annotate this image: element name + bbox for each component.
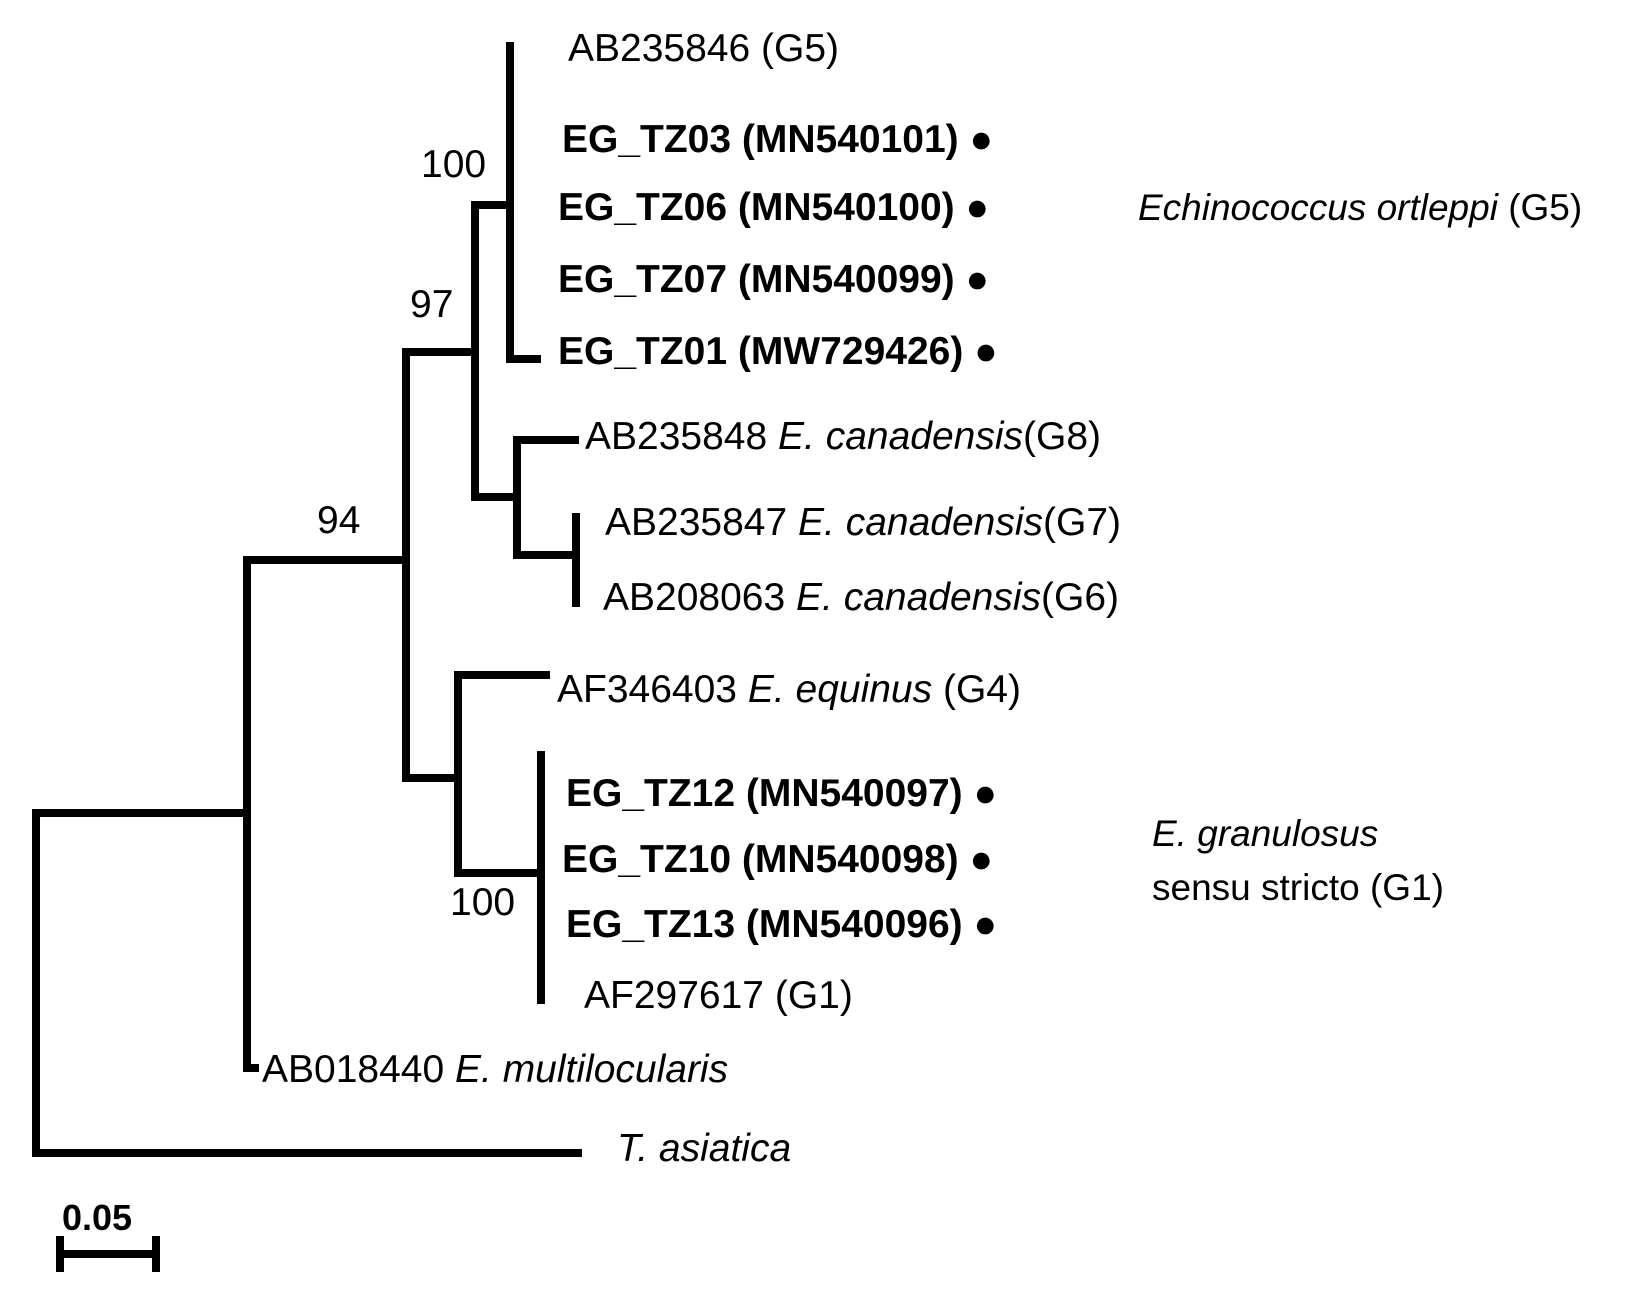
clade-annotations: Echinococcus ortleppi (G5) E. granulosus…	[1138, 187, 1582, 908]
bootstrap-canadensis-group: 97	[410, 283, 453, 326]
taxon-labels: AB235846 (G5) EG_TZ03 (MN540101) ● EG_TZ…	[262, 27, 1121, 1170]
taxon-label-ab235848: AB235848 E. canadensis(G8)	[585, 415, 1101, 458]
bootstrap-granulosus-complex: 94	[317, 499, 360, 542]
tree-branches	[32, 42, 582, 1157]
taxon-label-eg-tz12: EG_TZ12 (MN540097) ●	[566, 772, 997, 815]
scale-bar: 0.05	[56, 1197, 160, 1272]
taxon-label-eg-tz07: EG_TZ07 (MN540099) ●	[558, 258, 989, 301]
taxon-label-eg-tz06: EG_TZ06 (MN540100) ●	[558, 186, 989, 229]
taxon-label-eg-tz13: EG_TZ13 (MN540096) ●	[566, 903, 997, 946]
taxon-label-af297617: AF297617 (G1)	[584, 974, 853, 1017]
taxon-label-ab208063: AB208063 E. canadensis(G6)	[603, 576, 1119, 619]
taxon-label-eg-tz03: EG_TZ03 (MN540101) ●	[562, 118, 993, 161]
taxon-label-ab235846: AB235846 (G5)	[568, 27, 839, 70]
taxon-label-eg-tz01: EG_TZ01 (MW729426) ●	[558, 330, 998, 373]
bootstrap-granulosus-ss: 100	[450, 881, 515, 924]
clade-label-granulosus-sensu-stricto: sensu stricto (G1)	[1152, 867, 1444, 908]
clade-label-granulosus-name: E. granulosus	[1152, 813, 1378, 854]
taxon-label-eg-tz10: EG_TZ10 (MN540098) ●	[562, 838, 993, 881]
taxon-label-ab235847: AB235847 E. canadensis(G7)	[605, 501, 1121, 544]
clade-label-ortleppi: Echinococcus ortleppi (G5)	[1138, 187, 1582, 228]
bootstrap-ortleppi-clade: 100	[421, 143, 486, 186]
taxon-label-af346403: AF346403 E. equinus (G4)	[557, 668, 1021, 711]
taxon-label-t-asiatica: T. asiatica	[617, 1127, 791, 1170]
taxon-label-ab018440: AB018440 E. multilocularis	[262, 1048, 728, 1091]
scale-bar-label: 0.05	[62, 1197, 132, 1238]
bootstrap-values: 100 97 94 100	[317, 143, 515, 924]
